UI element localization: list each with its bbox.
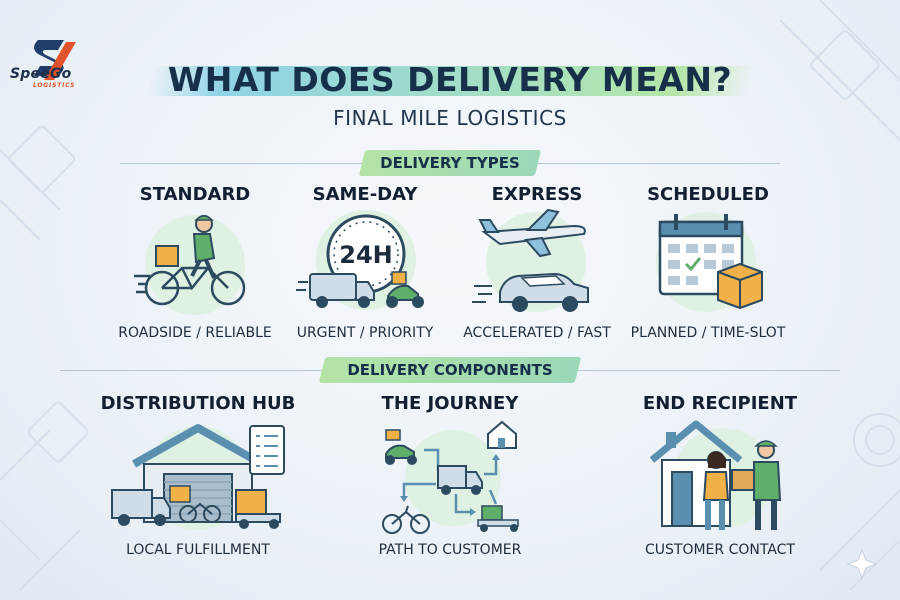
section-heading-components: DELIVERY COMPONENTS — [347, 361, 553, 379]
brand-name: SpeeGo — [10, 66, 72, 82]
component-title-journey: THE JOURNEY — [381, 393, 519, 414]
type-title-same-day: SAME-DAY — [312, 184, 418, 205]
warehouse-icon — [111, 424, 285, 530]
component-subtitle-journey: PATH TO CUSTOMER — [378, 542, 522, 558]
same-day-badge: 24H — [339, 241, 392, 269]
divider-left-2 — [60, 370, 325, 371]
brand-logo-icon — [34, 40, 76, 80]
type-subtitle-scheduled: PLANNED / TIME-SLOT — [630, 325, 786, 341]
page-title: WHAT DOES DELIVERY MEAN? — [167, 60, 733, 99]
component-title-recipient: END RECIPIENT — [642, 393, 798, 414]
bicycle-courier-icon — [134, 215, 246, 315]
type-subtitle-express: ACCELERATED / FAST — [463, 325, 611, 341]
type-title-scheduled: SCHEDULED — [647, 184, 769, 205]
type-subtitle-standard: ROADSIDE / RELIABLE — [118, 325, 272, 341]
component-subtitle-recipient: CUSTOMER CONTACT — [645, 542, 795, 558]
type-subtitle-same-day: URGENT / PRIORITY — [296, 325, 434, 341]
divider-right-2 — [575, 370, 840, 371]
divider-left — [120, 163, 365, 164]
brand-tagline: LOGISTICS — [33, 82, 76, 89]
component-subtitle-hub: LOCAL FULFILLMENT — [126, 542, 270, 558]
calendar-package-icon — [656, 212, 763, 312]
type-title-express: EXPRESS — [491, 184, 583, 205]
handover-icon — [649, 420, 782, 530]
component-title-hub: DISTRIBUTION HUB — [100, 393, 296, 414]
section-heading-types: DELIVERY TYPES — [380, 154, 520, 172]
page-subtitle: FINAL MILE LOGISTICS — [333, 106, 567, 130]
24h-clock-van-icon: 24H — [296, 210, 424, 310]
airplane-car-icon — [472, 208, 589, 312]
divider-right — [535, 163, 780, 164]
route-map-icon — [382, 420, 519, 534]
type-title-standard: STANDARD — [139, 184, 251, 205]
